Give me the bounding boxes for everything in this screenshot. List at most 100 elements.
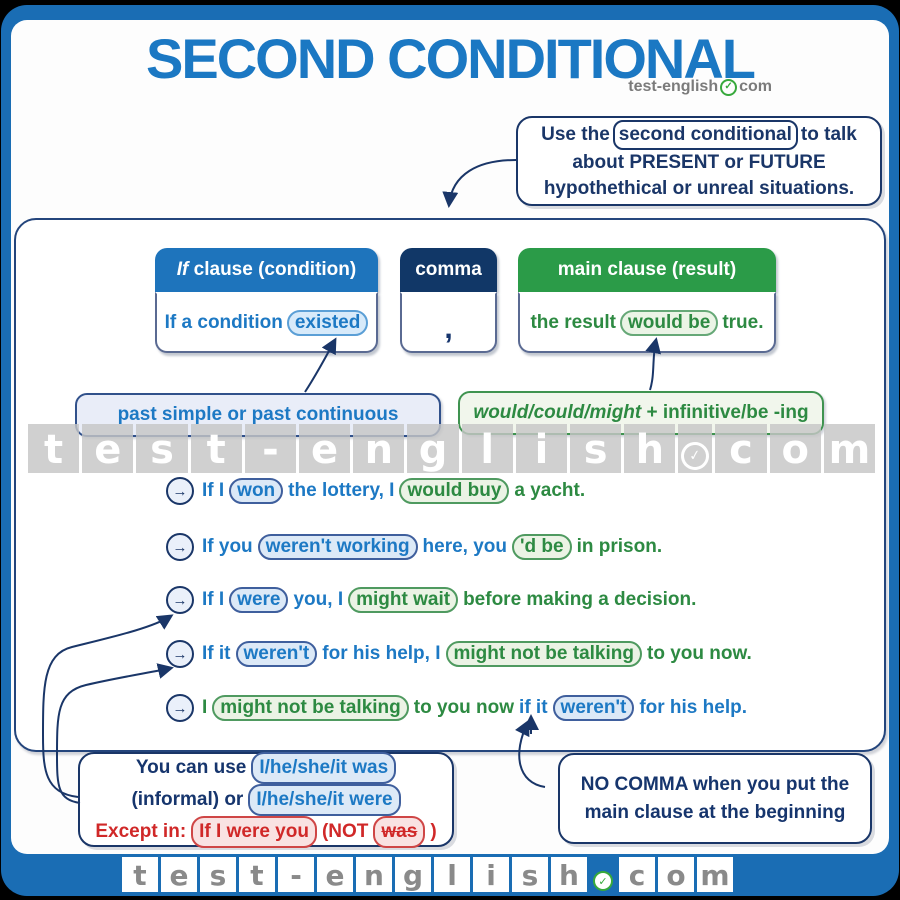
- example-segment: for his help, I: [322, 643, 441, 664]
- column-main-clause: main clause (result) the result would be…: [518, 248, 776, 353]
- example-segment: the lottery, I: [288, 480, 395, 501]
- watermark-letter: n: [356, 857, 392, 892]
- main-cell-pill: would be: [620, 309, 719, 336]
- watermark-letter: n: [353, 424, 405, 473]
- if-rest: clause (condition): [188, 259, 357, 280]
- arrow-bullet-icon: →: [166, 477, 194, 505]
- example-segment: a yacht.: [514, 480, 586, 501]
- watermark-letter: s: [136, 424, 188, 473]
- if-clause-cell: If a condition existed: [155, 292, 378, 353]
- waswere-l3: Except in:: [95, 820, 187, 842]
- if-cell-pill: existed: [286, 309, 369, 336]
- watermark-letter: h: [624, 424, 676, 473]
- watermark-letter: t: [28, 424, 80, 473]
- bubble-highlight: second conditional: [612, 120, 798, 150]
- bubble-post: to talk: [800, 124, 857, 145]
- column-if-clause: If clause (condition) If a condition exi…: [155, 248, 378, 353]
- watermark-letter: e: [317, 857, 353, 892]
- example-segment: for his help.: [639, 697, 747, 718]
- watermark-letter: t: [239, 857, 275, 892]
- logo-text: test-english: [628, 78, 719, 95]
- usage-callout: Use the second conditional to talk about…: [516, 116, 882, 206]
- watermark-letter: i: [515, 424, 568, 473]
- if-cell-text: If a condition: [164, 311, 283, 333]
- watermark-letter: t: [190, 424, 242, 473]
- main-clause-header: main clause (result): [518, 248, 776, 292]
- comma-header: comma: [400, 248, 497, 292]
- example-segment: If you: [202, 536, 253, 557]
- waswere-l3-strike: was: [373, 815, 426, 848]
- tip-modal-italic: would/could/might: [473, 402, 642, 423]
- check-icon: ✓: [590, 857, 616, 892]
- watermark-letter: h: [551, 857, 587, 892]
- waswere-l3-mid: (NOT: [321, 820, 369, 842]
- example-segment: weren't: [235, 641, 318, 667]
- arrow-bullet-icon: →: [166, 586, 194, 614]
- page-title: SECOND CONDITIONAL: [146, 27, 756, 90]
- example-segment: might not be talking: [212, 695, 409, 721]
- bubble-pre: Use the: [541, 124, 610, 145]
- example-segment: might wait: [348, 587, 459, 613]
- watermark-letter: e: [82, 424, 134, 473]
- watermark-letter: o: [658, 857, 694, 892]
- nocomma-line2: main clause at the beginning: [584, 801, 846, 823]
- bubble-line3: hypothethical or unreal situations.: [543, 178, 855, 199]
- check-icon: ✓: [720, 78, 738, 96]
- example-segment: won: [229, 478, 284, 504]
- example-segment: if it: [519, 697, 548, 718]
- watermark-letter: l: [434, 857, 470, 892]
- arrow-bullet-icon: →: [166, 533, 194, 561]
- example-segment: to you now.: [647, 643, 752, 664]
- example-segment: would buy: [399, 478, 510, 504]
- watermark-letter: e: [161, 857, 197, 892]
- site-logo: test-english ✓ com: [628, 78, 772, 96]
- arrow-bullet-icon: →: [166, 640, 194, 668]
- watermark-letter: s: [200, 857, 236, 892]
- waswere-l2: (informal) or: [131, 788, 244, 810]
- waswere-l1-pill: I/he/she/it was: [251, 751, 397, 784]
- watermark-letter: m: [823, 424, 876, 473]
- watermark-letter: l: [461, 424, 513, 473]
- example-segment: If it: [202, 643, 231, 664]
- note-no-comma: NO COMMA when you put the main clause at…: [558, 753, 872, 844]
- example-segment: were: [229, 587, 289, 613]
- example-segment: to you now: [413, 697, 515, 718]
- if-clause-header: If clause (condition): [155, 248, 378, 292]
- logo-tld: com: [739, 78, 772, 95]
- watermark-letter: e: [299, 424, 351, 473]
- example-segment: weren't working: [257, 534, 418, 560]
- example-segment: might not be talking: [445, 641, 642, 667]
- comma-glyph: ,: [444, 311, 453, 345]
- check-icon: ✓: [678, 424, 713, 473]
- watermark-letter: s: [512, 857, 548, 892]
- waswere-l3-pill: If I were you: [191, 815, 317, 848]
- watermark-letter: m: [697, 857, 733, 892]
- nocomma-line1: NO COMMA when you put the: [580, 773, 850, 795]
- example-segment: here, you: [422, 536, 508, 557]
- column-comma: comma ,: [400, 248, 497, 353]
- example-segment: If I: [202, 589, 225, 610]
- bubble-line2: about PRESENT or FUTURE: [572, 152, 826, 173]
- watermark-letter: c: [715, 424, 767, 473]
- watermark-letter: i: [473, 857, 509, 892]
- waswere-l1: You can use: [135, 756, 247, 778]
- watermark-letter: o: [769, 424, 821, 473]
- example-segment: before making a decision.: [463, 589, 697, 610]
- example-segment: 'd be: [512, 534, 572, 560]
- waswere-l2-pill: I/he/she/it were: [248, 783, 401, 816]
- arrow-bullet-icon: →: [166, 694, 194, 722]
- if-italic: If: [176, 259, 189, 280]
- example-segment: weren't: [552, 695, 635, 721]
- comma-cell: ,: [400, 292, 497, 353]
- example-segment: If I: [202, 480, 225, 501]
- watermark-letter: s: [570, 424, 622, 473]
- example-segment: I: [202, 697, 208, 718]
